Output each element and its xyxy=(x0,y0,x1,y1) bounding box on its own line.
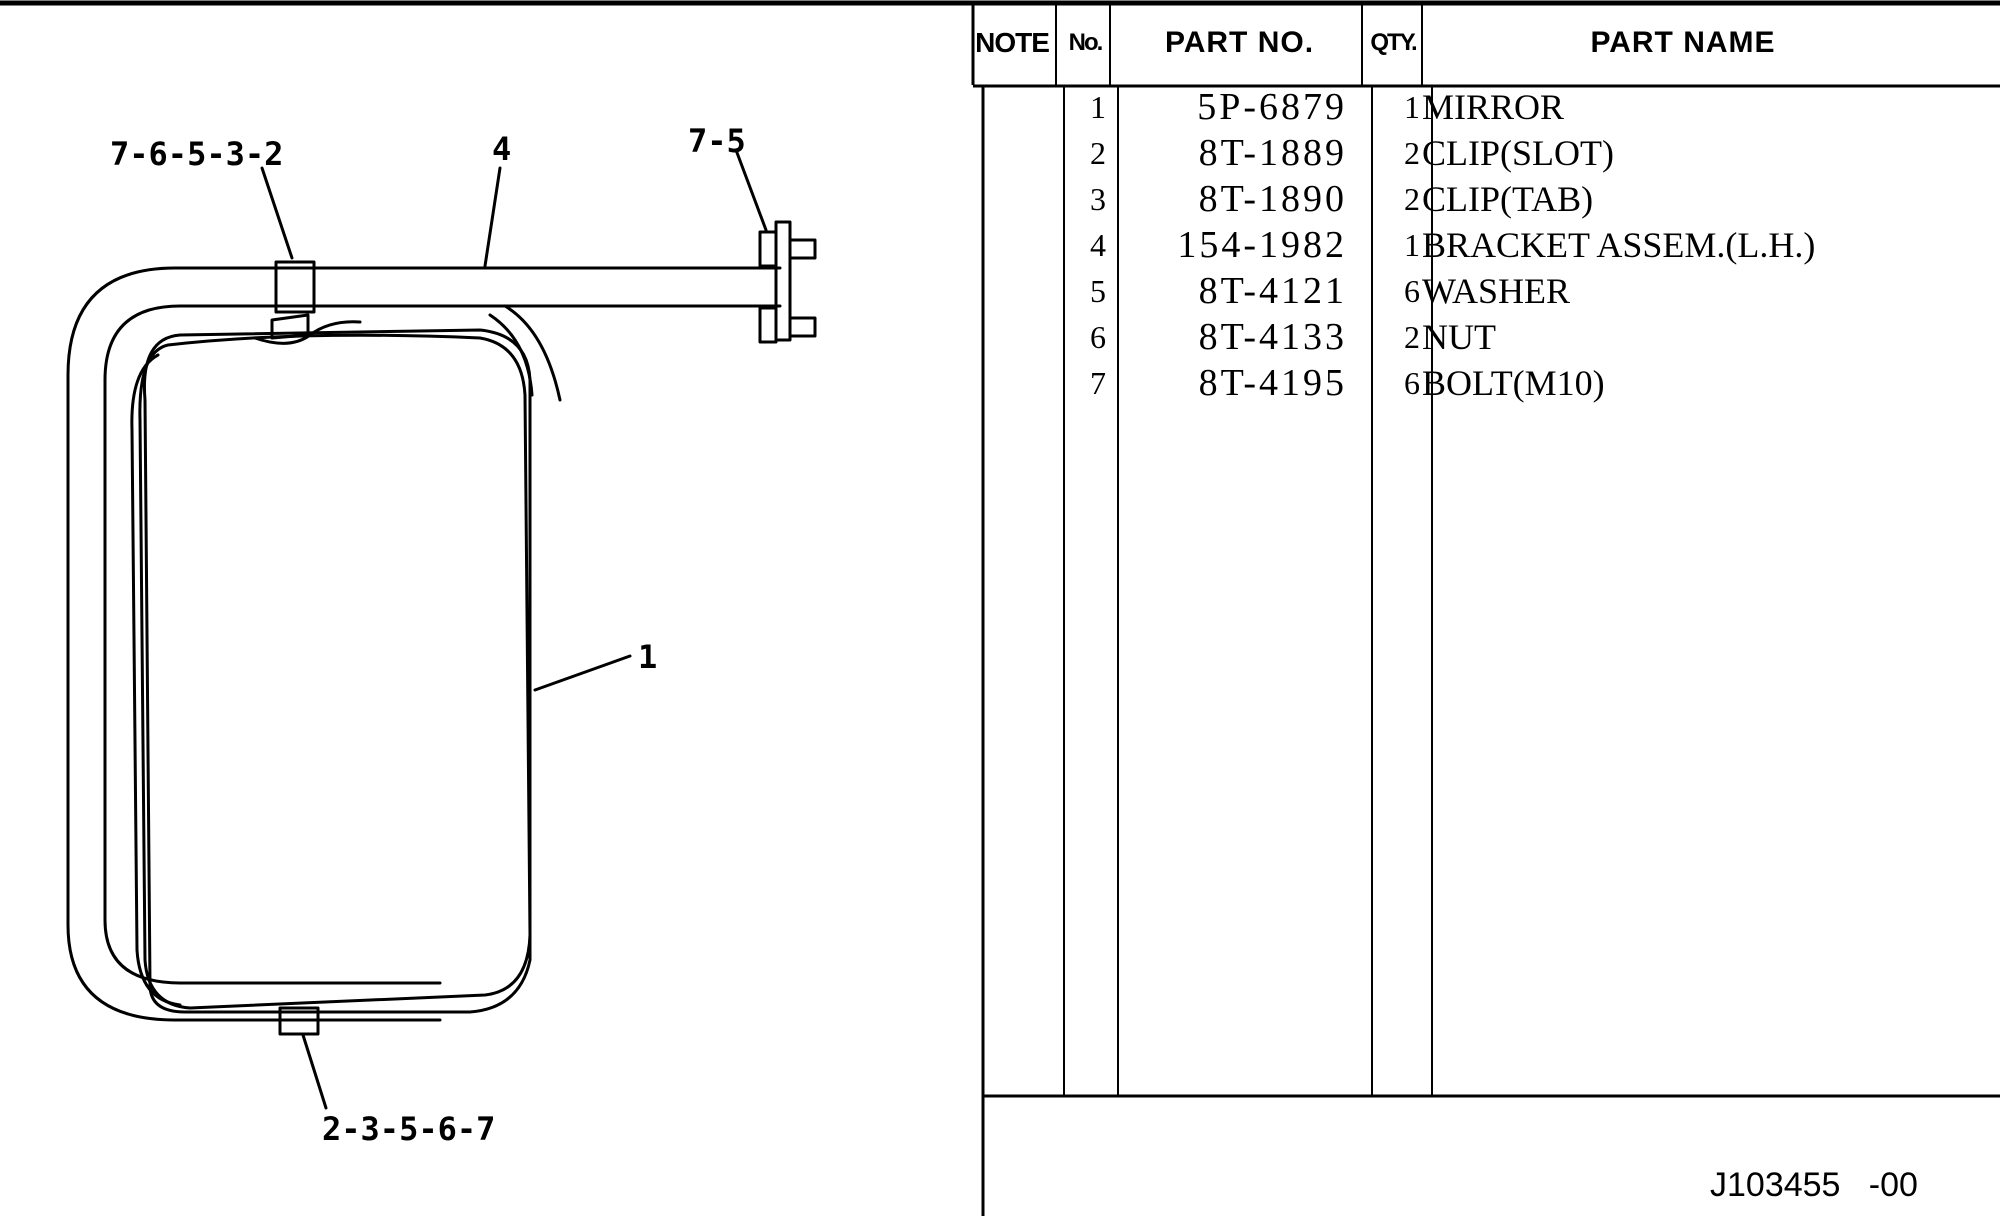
callout-right: 1 xyxy=(638,638,657,676)
bracket-brace xyxy=(503,304,562,402)
callout-top-right: 7-5 xyxy=(688,122,746,160)
bottom-clip xyxy=(278,1006,320,1036)
callout-top-mid: 4 xyxy=(492,130,511,168)
leader-top-left xyxy=(260,166,294,260)
mirror-face-edge xyxy=(130,353,182,1007)
leader-top-right xyxy=(734,148,768,232)
bracket-tube-inner xyxy=(103,304,782,985)
mirror-face-outline xyxy=(138,333,532,1010)
bracket-tube-outer xyxy=(66,266,782,1022)
callout-bottom: 2-3-5-6-7 xyxy=(322,1110,495,1148)
mirror-assembly-diagram: 7-6-5-3-2 4 7-5 1 2-3-5-6-7 xyxy=(66,122,817,1148)
top-clip xyxy=(274,260,316,314)
mount-bolt-bottom xyxy=(758,306,778,344)
mount-flange xyxy=(774,220,792,342)
leader-right xyxy=(533,654,632,692)
mount-bolt-top xyxy=(758,230,778,268)
leader-bottom xyxy=(301,1033,328,1110)
leader-top-mid xyxy=(483,166,502,268)
callout-top-left: 7-6-5-3-2 xyxy=(110,135,283,173)
